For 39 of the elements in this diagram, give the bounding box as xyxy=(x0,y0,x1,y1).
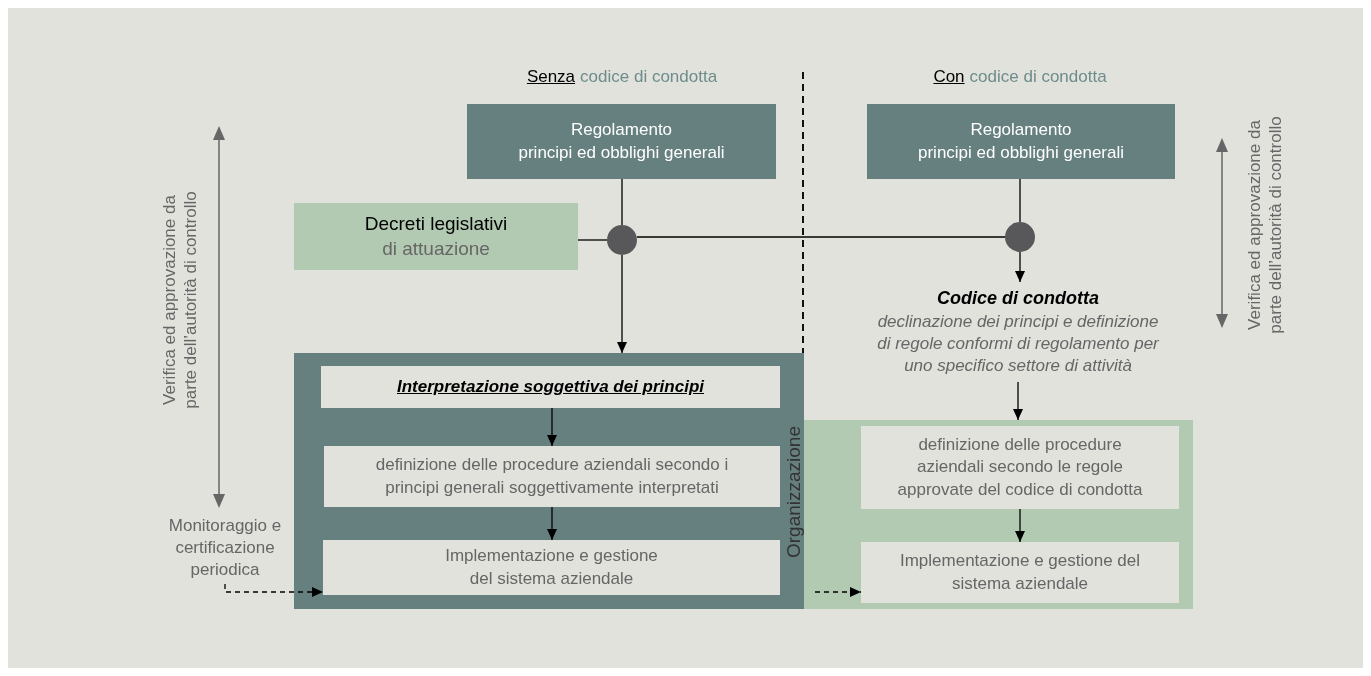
process-box xyxy=(323,540,780,595)
column-heading: codice di condotta xyxy=(969,66,1107,88)
process-box xyxy=(321,366,780,408)
regulation-box xyxy=(867,104,1175,179)
arrow xyxy=(224,583,324,597)
arrow xyxy=(814,587,862,597)
box-subtitle: principi ed obblighi generali xyxy=(918,141,1124,164)
regulation-box xyxy=(467,104,776,179)
decree-box xyxy=(294,203,578,270)
arrow xyxy=(1013,381,1023,421)
arrow xyxy=(1015,251,1025,283)
arrow xyxy=(1015,508,1025,543)
organization-panel xyxy=(294,353,804,609)
box-subtitle: di attuazione xyxy=(382,236,490,261)
box-subtitle: principi ed obblighi generali xyxy=(518,141,725,164)
box-text: Implementazione e gestione del sistema aziendale xyxy=(444,545,659,590)
vertical-caption: Organizzazione xyxy=(781,425,805,560)
column-heading: Con xyxy=(933,66,965,88)
box-text: definizione delle procedure aziendali secondo le regole approvate del codice di condotta xyxy=(896,434,1144,501)
process-box xyxy=(324,446,780,507)
arrow xyxy=(547,407,557,447)
box-text: definizione delle procedure aziendali secondo i principi generali soggettivamente interpretati xyxy=(374,454,730,499)
arrow xyxy=(547,506,557,541)
process-box xyxy=(861,426,1179,509)
box-text: Implementazione e gestione del sistema aziendale xyxy=(898,550,1141,595)
box-title: Decreti legislativi xyxy=(364,211,508,236)
organization-panel xyxy=(804,420,1193,609)
box-text: Interpretazione soggettiva dei principi xyxy=(397,375,704,398)
box-title: Regolamento xyxy=(970,119,1072,142)
column-heading: Senza xyxy=(526,66,576,88)
code-description: declinazione dei principi e definizione di regole conformi di regolamento per uno specifico settore di attività xyxy=(876,310,1160,377)
vertical-caption: Verifica ed approvazione da parte dell’autorità di controllo xyxy=(158,190,201,411)
arrow xyxy=(617,254,627,354)
code-title: Codice di condotta xyxy=(937,287,1099,311)
box-title: Regolamento xyxy=(570,119,673,142)
vertical-caption: Verifica ed approvazione da parte dell’autorità di controllo xyxy=(1243,115,1286,336)
column-heading: codice di condotta xyxy=(580,66,718,88)
process-box xyxy=(861,542,1179,603)
caption-text: Monitoraggio e certificazione periodica xyxy=(158,512,292,584)
